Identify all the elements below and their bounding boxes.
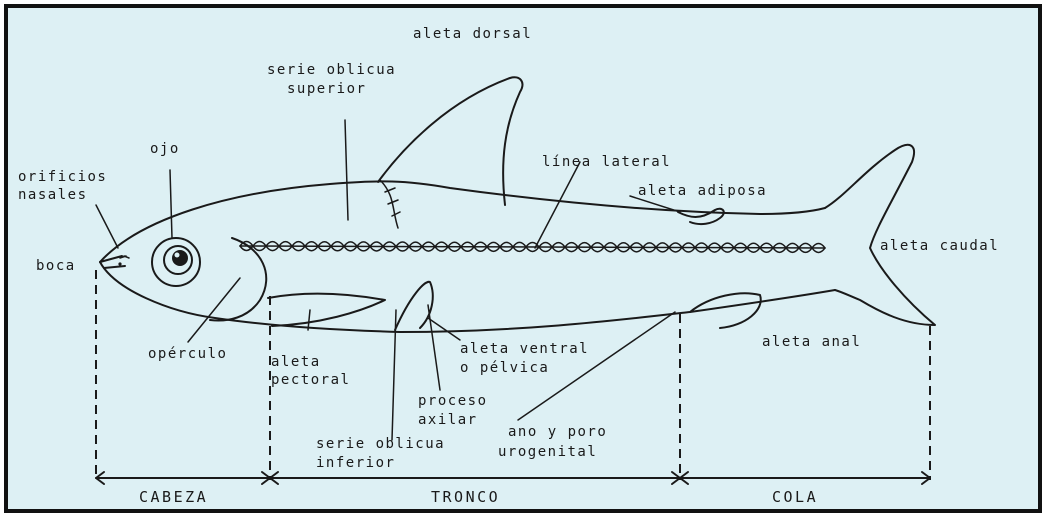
label-upper-oblique-series-2: superior — [287, 81, 366, 97]
label-adipose-fin: aleta adiposa — [638, 183, 767, 199]
label-eye: ojo — [150, 141, 180, 157]
label-operculum: opérculo — [148, 346, 227, 362]
segment-label-trunk: TRONCO — [431, 488, 500, 506]
label-ventral-fin-2: o pélvica — [460, 360, 549, 376]
label-anus-pore-2: urogenital — [498, 444, 597, 460]
label-axillary-process-1: proceso — [418, 393, 488, 409]
label-lower-oblique-series-2: inferior — [316, 455, 395, 471]
label-mouth: boca — [36, 258, 76, 274]
label-lower-oblique-series-1: serie oblicua — [316, 436, 445, 452]
label-lateral-line: línea lateral — [542, 154, 671, 170]
segment-label-tail: COLA — [772, 488, 818, 506]
label-nasal-openings-2: nasales — [18, 187, 88, 203]
label-pectoral-fin-2: pectoral — [271, 372, 350, 388]
label-ventral-fin-1: aleta ventral — [460, 341, 589, 357]
label-caudal-fin: aleta caudal — [880, 238, 999, 254]
label-pectoral-fin-1: aleta — [271, 354, 321, 370]
label-anus-pore-1: ano y poro — [508, 424, 607, 440]
segment-label-head: CABEZA — [139, 488, 208, 506]
label-upper-oblique-series-1: serie oblicua — [267, 62, 396, 78]
label-anal-fin: aleta anal — [762, 334, 861, 350]
label-axillary-process-2: axilar — [418, 412, 478, 428]
label-dorsal-fin: aleta dorsal — [413, 26, 532, 42]
label-nasal-openings-1: orificios — [18, 169, 107, 185]
